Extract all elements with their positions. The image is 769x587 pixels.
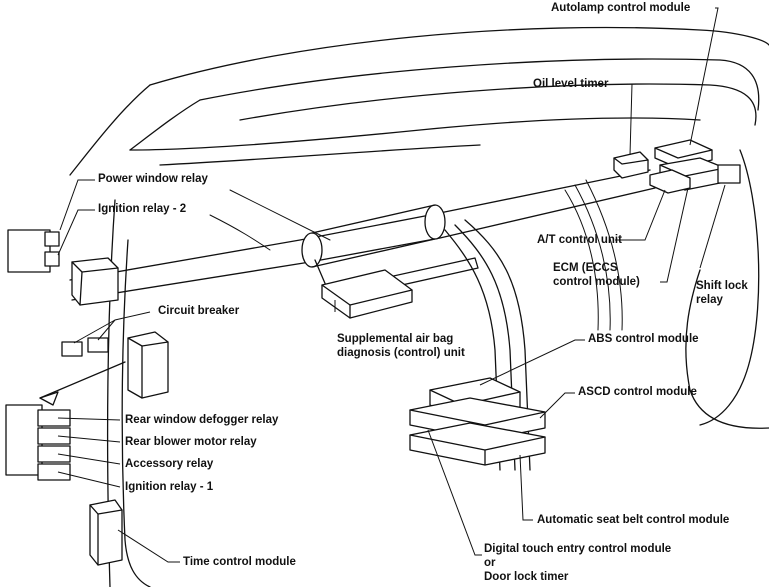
label-ecm-line2: control module): [553, 276, 640, 288]
leader-lines: [57, 7, 726, 563]
label-rear-window-defogger-relay: Rear window defogger relay: [125, 414, 279, 426]
label-circuit-breaker: Circuit breaker: [158, 305, 240, 317]
airbag-unit-shape: [321, 269, 413, 319]
label-oil-level-timer: Oil level timer: [533, 78, 609, 90]
label-power-window-relay: Power window relay: [98, 173, 208, 185]
label-airbag-line2: diagnosis (control) unit: [337, 347, 465, 359]
label-digital-line1: Digital touch entry control module: [484, 543, 672, 555]
label-ecm-line1: ECM (ECCS: [553, 262, 618, 274]
time-control-module-shape: [89, 499, 123, 566]
label-at-control-unit: A/T control unit: [537, 234, 622, 246]
label-automatic-seat-belt-control-module: Automatic seat belt control module: [537, 514, 730, 526]
label-shift-lock-line1: Shift lock: [696, 280, 748, 292]
module-stack: [409, 377, 546, 466]
circuit-breakers: [61, 331, 169, 399]
wire-harness: [444, 179, 623, 471]
label-ignition-relay-2: Ignition relay - 2: [98, 203, 187, 215]
label-rear-blower-motor-relay: Rear blower motor relay: [125, 436, 257, 448]
right-module-cluster: [613, 139, 741, 194]
label-autolamp-control-module: Autolamp control module: [551, 2, 691, 14]
label-time-control-module: Time control module: [183, 556, 296, 568]
label-airbag-line1: Supplemental air bag: [337, 333, 454, 345]
steering-column: [69, 169, 656, 301]
label-ascd-control-module: ASCD control module: [578, 386, 697, 398]
label-digital-line2: or: [484, 557, 496, 569]
label-ignition-relay-1: Ignition relay - 1: [125, 481, 214, 493]
label-digital-line3: Door lock timer: [484, 571, 569, 583]
relay-block-left: [7, 229, 119, 306]
dashboard-outline: [69, 26, 769, 587]
relay-column-left: [5, 361, 126, 481]
label-abs-control-module: ABS control module: [588, 333, 699, 345]
label-accessory-relay: Accessory relay: [125, 458, 214, 470]
label-shift-lock-line2: relay: [696, 294, 723, 306]
